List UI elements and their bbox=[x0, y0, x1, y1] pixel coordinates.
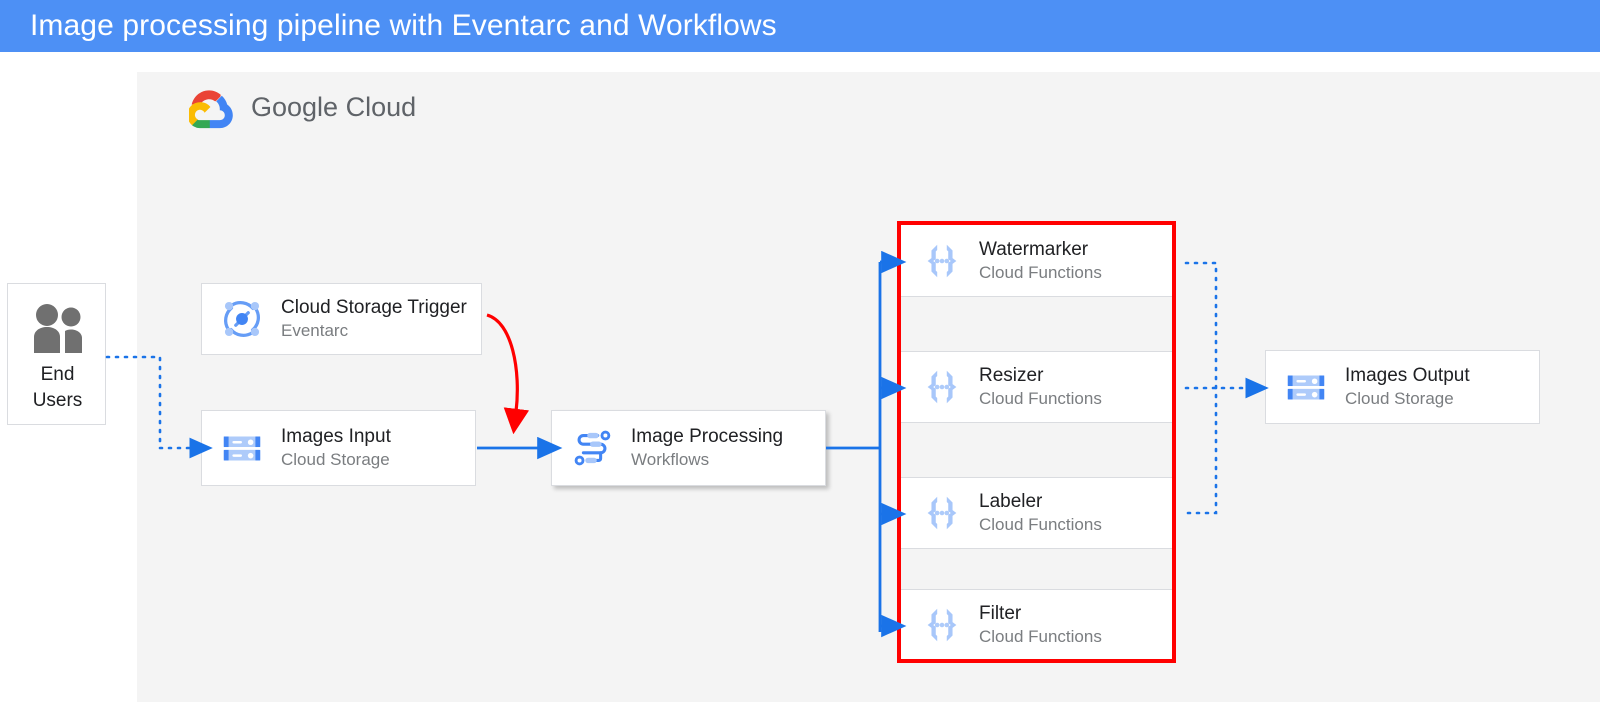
logo-word-google: Google bbox=[251, 92, 346, 122]
node-text: Resizer Cloud Functions bbox=[979, 364, 1102, 410]
node-image-processing-workflow[interactable]: Image Processing Workflows bbox=[551, 410, 826, 486]
node-cloud-storage-trigger[interactable]: Cloud Storage Trigger Eventarc bbox=[201, 283, 482, 355]
node-function-labeler[interactable]: Labeler Cloud Functions bbox=[901, 477, 1172, 549]
node-images-output[interactable]: Images Output Cloud Storage bbox=[1265, 350, 1540, 424]
node-images-input[interactable]: Images Input Cloud Storage bbox=[201, 410, 476, 486]
node-text: Images Output Cloud Storage bbox=[1345, 364, 1470, 410]
node-text: Filter Cloud Functions bbox=[979, 602, 1102, 648]
cloud-functions-icon bbox=[919, 364, 965, 410]
eventarc-icon bbox=[219, 296, 265, 342]
logo-word-cloud: Cloud bbox=[345, 92, 417, 122]
cloud-functions-icon bbox=[919, 238, 965, 284]
google-cloud-logo-text: Google Cloud bbox=[251, 92, 416, 123]
actor-label-line2: Users bbox=[32, 390, 83, 411]
cloud-storage-icon bbox=[219, 425, 265, 471]
cloud-storage-icon bbox=[1283, 364, 1329, 410]
node-text: Images Input Cloud Storage bbox=[281, 425, 391, 471]
node-subtitle: Eventarc bbox=[281, 321, 349, 340]
node-title: Resizer bbox=[979, 365, 1044, 386]
node-subtitle: Cloud Storage bbox=[1345, 389, 1454, 408]
workflows-icon bbox=[569, 425, 615, 471]
node-title: Image Processing bbox=[631, 426, 784, 447]
node-text: Labeler Cloud Functions bbox=[979, 490, 1102, 536]
title-banner: Image processing pipeline with Eventarc … bbox=[0, 0, 1600, 52]
node-title: Images Output bbox=[1345, 365, 1470, 386]
node-text: Watermarker Cloud Functions bbox=[979, 238, 1102, 284]
page-title: Image processing pipeline with Eventarc … bbox=[30, 9, 777, 42]
node-subtitle: Cloud Functions bbox=[979, 626, 1102, 646]
actor-label-line1: End bbox=[40, 364, 75, 385]
node-subtitle: Cloud Functions bbox=[979, 262, 1102, 282]
users-group-icon bbox=[24, 301, 90, 357]
actor-end-users-label: End Users bbox=[8, 362, 107, 414]
cloud-functions-icon bbox=[919, 490, 965, 536]
node-text: Image Processing Workflows bbox=[631, 425, 783, 471]
node-subtitle: Cloud Functions bbox=[979, 515, 1102, 534]
node-title: Cloud Storage Trigger bbox=[281, 297, 467, 318]
cloud-functions-group: Watermarker Cloud Functions Resizer bbox=[897, 221, 1176, 663]
node-title: Watermarker bbox=[979, 238, 1089, 260]
node-subtitle: Cloud Storage bbox=[281, 450, 390, 469]
node-title: Images Input bbox=[281, 426, 391, 447]
google-cloud-mark-icon bbox=[189, 90, 233, 129]
node-title: Filter bbox=[979, 602, 1022, 624]
node-text: Cloud Storage Trigger Eventarc bbox=[281, 296, 467, 342]
node-function-filter[interactable]: Filter Cloud Functions bbox=[901, 589, 1172, 659]
actor-end-users[interactable]: End Users bbox=[7, 283, 106, 425]
node-function-resizer[interactable]: Resizer Cloud Functions bbox=[901, 351, 1172, 423]
cloud-functions-icon bbox=[919, 602, 965, 648]
google-cloud-logo: Google Cloud bbox=[189, 86, 549, 134]
node-title: Labeler bbox=[979, 491, 1043, 512]
google-cloud-boundary: Google Cloud bbox=[137, 72, 1600, 702]
node-function-watermarker[interactable]: Watermarker Cloud Functions bbox=[901, 225, 1172, 297]
node-subtitle: Workflows bbox=[631, 450, 710, 469]
node-subtitle: Cloud Functions bbox=[979, 389, 1102, 408]
